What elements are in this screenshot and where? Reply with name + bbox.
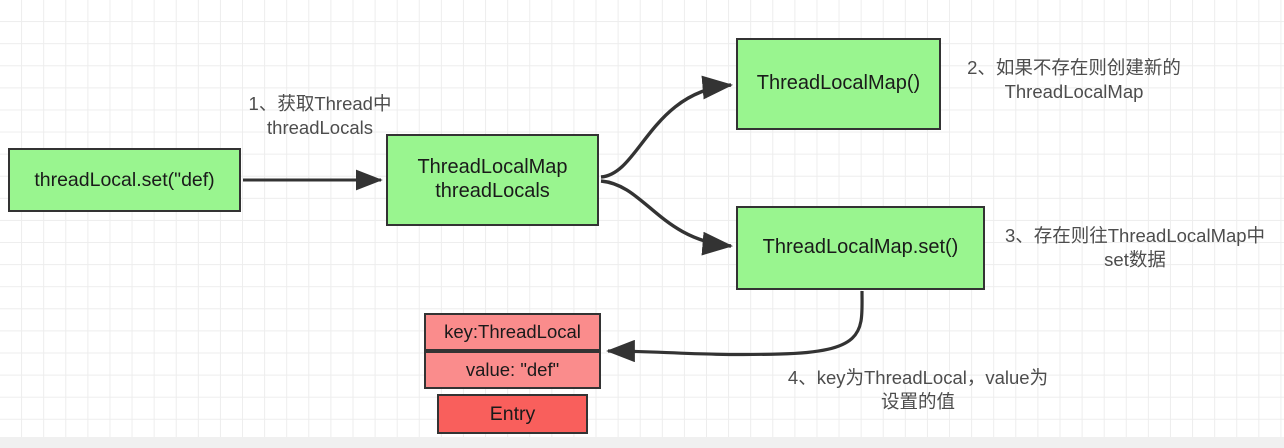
node-threadlocals[interactable]: ThreadLocalMap threadLocals (386, 134, 599, 226)
node-entry-value[interactable]: value: "def" (424, 351, 601, 389)
node-entry-label[interactable]: Entry (437, 394, 588, 434)
annotation-step-4: 4、key为ThreadLocal，value为 设置的值 (787, 367, 1049, 413)
annotation-step-1: 1、获取Thread中 threadLocals (248, 93, 392, 139)
annotation-step-2: 2、如果不存在则创建新的 ThreadLocalMap (967, 57, 1181, 103)
node-entry-key[interactable]: key:ThreadLocal (424, 313, 601, 351)
node-threadlocalmap-set[interactable]: ThreadLocalMap.set() (736, 206, 985, 290)
bottom-band (0, 437, 1284, 448)
node-threadlocalmap-constructor[interactable]: ThreadLocalMap() (736, 38, 941, 130)
node-threadlocal-set[interactable]: threadLocal.set("def) (8, 148, 241, 212)
annotation-step-3: 3、存在则往ThreadLocalMap中 set数据 (1004, 225, 1266, 271)
